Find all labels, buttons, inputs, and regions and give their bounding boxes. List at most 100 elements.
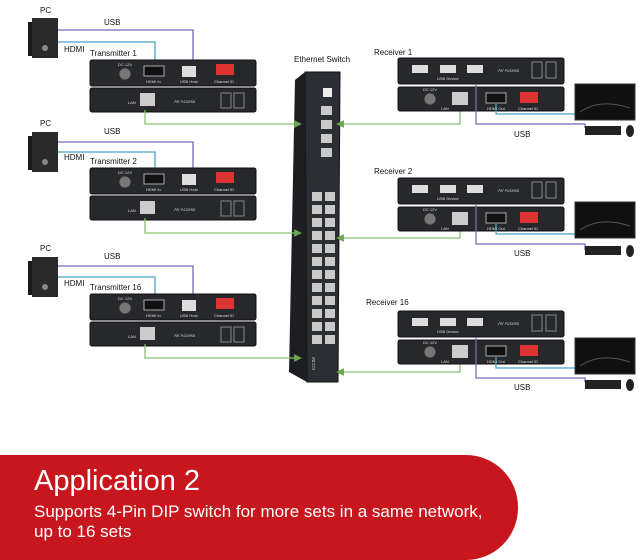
transmitter-2-label: Transmitter 2 — [90, 157, 137, 166]
transmitter-1-group: PC USB HDMI Transmitter 1 DC 12V HDMI In… — [28, 6, 302, 128]
usb-host-label-tx16: USB Host — [180, 313, 198, 318]
switch-label: Ethernet Switch — [294, 55, 350, 64]
switch-port — [312, 257, 322, 266]
channel-id-label-tx16: Channel ID — [214, 313, 234, 318]
pc-2-label: PC — [40, 119, 51, 128]
switch-port — [325, 218, 335, 227]
transmitter-2-front-panel: DC 12V HDMI In USB Host Channel ID — [89, 167, 257, 195]
lan-label-rx1: LAN — [441, 106, 449, 111]
lan-cable-rx16 — [336, 362, 461, 376]
receiver-2-rear-panel: DC 12V LAN HDMI Out Channel ID — [397, 206, 565, 232]
dc-port-label-tx1: DC 12V — [118, 62, 132, 67]
brand-label-tx2: AV Access — [174, 207, 196, 212]
switch-port — [312, 270, 322, 279]
switch-port — [325, 257, 335, 266]
receiver-1-front-panel: USB Device AV Access — [397, 57, 565, 85]
receiver-16-group: Receiver 16 USB Device AV Access DC 12V … — [336, 298, 636, 392]
switch-brand: ICCIM — [311, 357, 316, 370]
hdmi-label-tx16: HDMI — [64, 279, 84, 288]
hdmi-out-cable-rx2 — [495, 224, 578, 235]
brand-label-rx1: AV Access — [498, 68, 520, 73]
switch-port — [325, 335, 335, 344]
switch-port — [325, 283, 335, 292]
transmitter-1-label: Transmitter 1 — [90, 49, 137, 58]
brand-label-tx1: AV Access — [174, 99, 196, 104]
lan-label-tx16: LAN — [128, 334, 136, 339]
hdmi-cable-tx16 — [58, 276, 156, 296]
channel-id-label-tx2: Channel ID — [214, 187, 234, 192]
keyboard-mouse-16-icon — [585, 379, 634, 391]
ethernet-switch: Ethernet Switch ICCIM — [289, 55, 350, 383]
switch-port — [325, 231, 335, 240]
receiver-2-label: Receiver 2 — [374, 167, 413, 176]
pc-3-label: PC — [40, 244, 51, 253]
hdmi-label-tx2: HDMI — [64, 153, 84, 162]
switch-port — [325, 205, 335, 214]
dc-port-label-rx16: DC 12V — [423, 340, 437, 345]
usb-host-label-tx1: USB Host — [180, 79, 198, 84]
receiver-16-label: Receiver 16 — [366, 298, 409, 307]
usb-label-tx1: USB — [104, 18, 120, 27]
lan-cable-tx2 — [144, 218, 302, 237]
channel-id-label-tx1: Channel ID — [214, 79, 234, 84]
channel-id-label-rx2: Channel ID — [518, 226, 538, 231]
usb-label-rx16: USB — [514, 383, 530, 392]
transmitter-16-group: PC USB HDMI Transmitter 16 DC 12V HDMI I… — [28, 244, 302, 362]
switch-port — [321, 134, 332, 143]
hdmi-cable-tx2 — [58, 151, 156, 172]
usb-device-label-rx2: USB Device — [437, 196, 459, 201]
pc-1-label: PC — [40, 6, 51, 15]
receiver-1-group: Receiver 1 USB Device AV Access DC 12V L… — [336, 48, 636, 139]
lan-cable-tx16 — [144, 344, 302, 362]
hdmi-out-cable-rx1 — [495, 104, 578, 115]
channel-id-label-rx1: Channel ID — [518, 106, 538, 111]
switch-port — [325, 270, 335, 279]
lan-label-rx2: LAN — [441, 226, 449, 231]
lan-cable-tx1 — [144, 110, 302, 128]
switch-port — [312, 218, 322, 227]
lan-label-tx2: LAN — [128, 208, 136, 213]
usb-label-rx2: USB — [514, 249, 530, 258]
dc-port-label-tx16: DC 12V — [118, 296, 132, 301]
switch-port — [325, 244, 335, 253]
receiver-16-rear-panel: DC 12V LAN HDMI Out Channel ID — [397, 339, 565, 365]
usb-device-label-rx1: USB Device — [437, 76, 459, 81]
application-banner: Application 2 Supports 4-Pin DIP switch … — [0, 455, 518, 560]
monitor-2-icon — [574, 201, 636, 239]
switch-port — [321, 106, 332, 115]
switch-port — [325, 322, 335, 331]
hdmi-in-label-tx2: HDMI In — [146, 187, 161, 192]
system-diagram: Ethernet Switch ICCIM PC USB HDMI Transm… — [28, 6, 636, 392]
channel-id-label-rx16: Channel ID — [518, 359, 538, 364]
switch-console-port — [323, 88, 332, 97]
brand-label-rx2: AV Access — [498, 188, 520, 193]
switch-port — [312, 231, 322, 240]
lan-label-rx16: LAN — [441, 359, 449, 364]
brand-label-rx16: AV Access — [498, 321, 520, 326]
brand-label-tx16: AV Access — [174, 333, 196, 338]
banner-description: Supports 4-Pin DIP switch for more sets … — [34, 502, 483, 541]
monitor-16-icon — [574, 337, 636, 375]
transmitter-16-rear-panel: LAN AV Access — [89, 321, 257, 347]
hdmi-label-tx1: HDMI — [64, 45, 84, 54]
dc-port-label-rx2: DC 12V — [423, 207, 437, 212]
pc-1-tower-icon — [28, 18, 58, 58]
pc-3-tower-icon — [28, 257, 58, 297]
receiver-1-rear-panel: DC 12V LAN HDMI Out Channel ID — [397, 86, 565, 112]
switch-lan-ports — [312, 192, 335, 344]
switch-port — [312, 205, 322, 214]
transmitter-1-front-panel: DC 12V HDMI In USB Host Channel ID — [89, 59, 257, 87]
lan-cable-rx1 — [336, 108, 461, 128]
usb-label-rx1: USB — [514, 130, 530, 139]
dc-port-label-rx1: DC 12V — [423, 87, 437, 92]
usb-cable-tx2 — [58, 141, 194, 172]
receiver-1-label: Receiver 1 — [374, 48, 413, 57]
switch-port — [325, 309, 335, 318]
usb-device-label-rx16: USB Device — [437, 329, 459, 334]
switch-port — [312, 192, 322, 201]
switch-port — [312, 322, 322, 331]
banner-title: Application 2 — [34, 465, 201, 497]
transmitter-2-group: PC USB HDMI Transmitter 2 DC 12V HDMI In… — [28, 119, 302, 237]
switch-port — [325, 192, 335, 201]
usb-cable-tx16 — [58, 265, 194, 296]
